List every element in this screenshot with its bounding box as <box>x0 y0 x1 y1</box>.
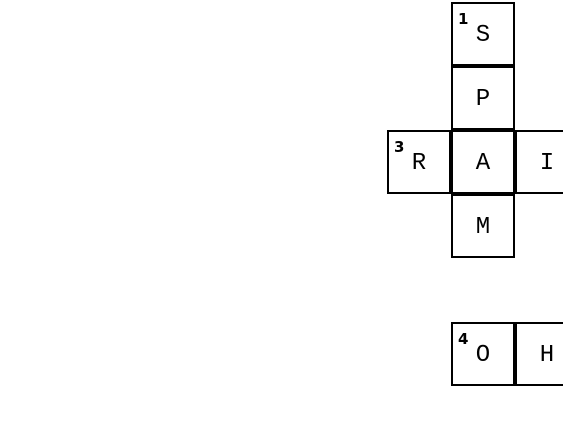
cell-letter: R <box>411 149 427 177</box>
cell-letter: I <box>539 149 555 177</box>
clue-number: 4 <box>458 330 469 348</box>
crossword-cell[interactable]: 1 S <box>451 2 515 66</box>
crossword-cell[interactable]: H <box>515 322 563 386</box>
cell-letter: S <box>475 21 491 49</box>
crossword-cell[interactable]: P <box>451 66 515 130</box>
crossword-cell[interactable]: I <box>515 130 563 194</box>
cell-letter: A <box>475 149 491 177</box>
crossword-cell[interactable]: 4 O <box>451 322 515 386</box>
crossword-cell[interactable]: 3 R <box>387 130 451 194</box>
cell-letter: P <box>475 85 491 113</box>
crossword-cell[interactable]: M <box>451 194 515 258</box>
cell-letter: H <box>539 341 555 369</box>
clue-number: 1 <box>458 10 469 28</box>
cell-letter: M <box>475 213 491 241</box>
clue-number: 3 <box>394 138 405 156</box>
crossword-cell[interactable]: A <box>451 130 515 194</box>
cell-letter: O <box>475 341 491 369</box>
